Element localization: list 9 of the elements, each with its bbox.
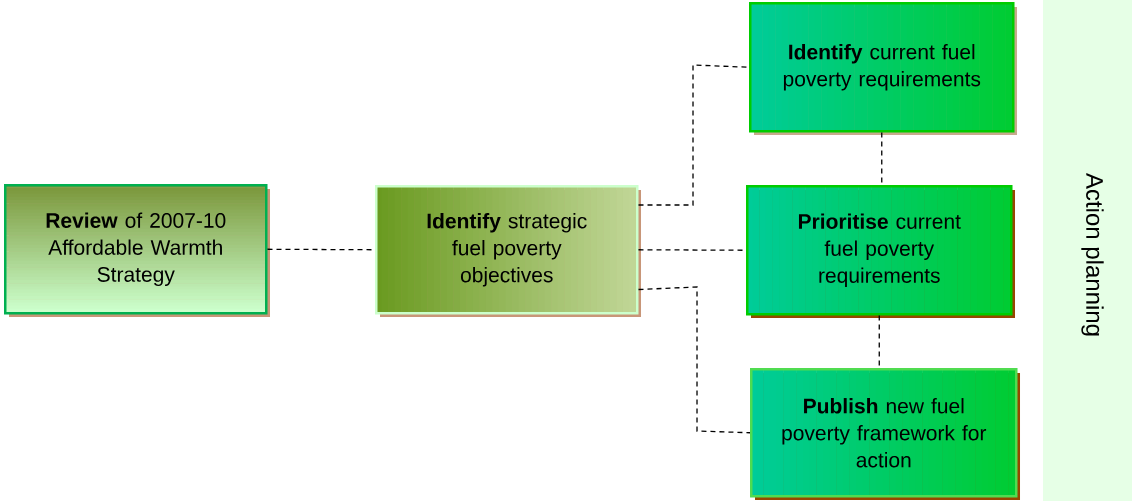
connector-line <box>878 314 880 369</box>
phase-band: Action planning <box>1043 0 1132 501</box>
process-box: Identify strategic fuel poverty objectives <box>375 185 641 317</box>
process-box: Identify current fuel poverty requirements <box>749 2 1017 135</box>
process-box: Review of 2007-10 Affordable Warmth Strategy <box>4 184 270 317</box>
process-box: Publish new fuel poverty framework for action <box>750 368 1020 500</box>
process-box: Prioritise current fuel poverty requirements <box>746 185 1015 318</box>
connector-line <box>637 286 751 434</box>
connector-line <box>881 131 883 186</box>
